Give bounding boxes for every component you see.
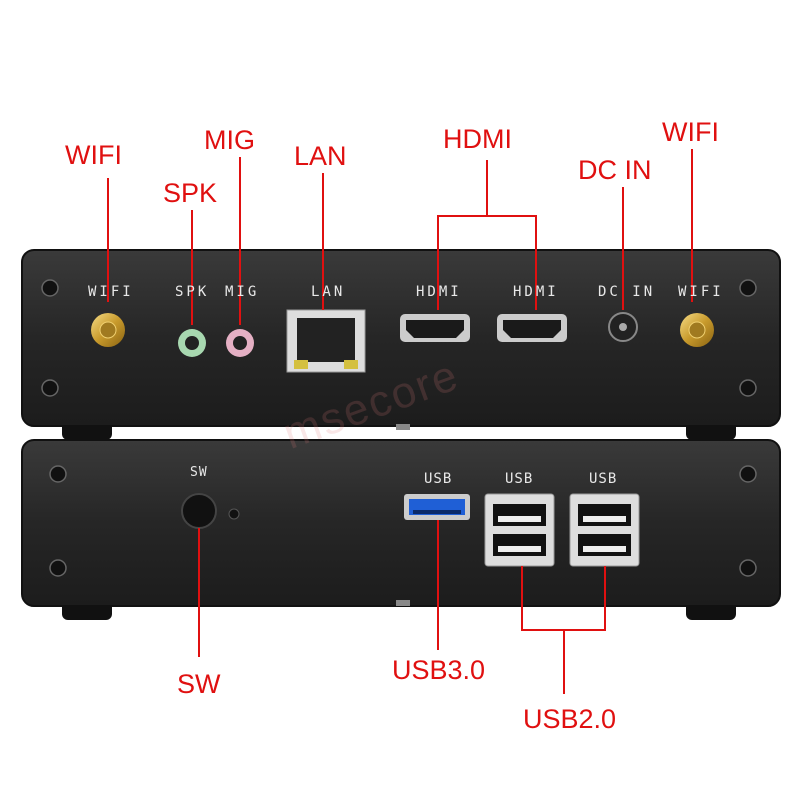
panel-label-wifi-left: WIFI: [88, 284, 134, 300]
panel-label-usb-1: USB: [424, 471, 453, 487]
bottom-panel: [21, 424, 781, 620]
dc-in-jack-icon: [608, 312, 638, 342]
mic-jack-icon: [226, 329, 254, 357]
callout-mig: MIG: [204, 125, 255, 155]
usb3-port-icon: [404, 494, 470, 520]
callout-wifi-right: WIFI: [662, 117, 719, 147]
wifi-antenna-right-icon: [680, 313, 714, 347]
panel-label-wifi-right: WIFI: [678, 284, 724, 300]
callout-lines: [107, 149, 693, 694]
speaker-jack-icon: [178, 329, 206, 357]
panel-label-mig: MIG: [225, 284, 260, 300]
callout-usb30: USB3.0: [392, 655, 486, 685]
callout-lan: LAN: [294, 141, 347, 171]
lan-port-icon: [286, 309, 366, 373]
panel-label-usb-2: USB: [505, 471, 534, 487]
screw-icon: [41, 279, 757, 397]
callout-hdmi: HDMI: [443, 124, 512, 154]
panel-label-dc-in: DC IN: [598, 284, 656, 300]
screw-icon: [49, 465, 757, 577]
panel-label-sw: SW: [190, 465, 208, 480]
panel-label-usb-3: USB: [589, 471, 618, 487]
usb2-port-stack-icon: [484, 493, 555, 567]
callout-sw: SW: [177, 669, 221, 699]
callout-wifi-left: WIFI: [65, 140, 122, 170]
callout-spk: SPK: [163, 178, 218, 208]
panel-label-lan: LAN: [311, 284, 346, 300]
callout-dc-in: DC IN: [578, 155, 652, 185]
power-switch-icon[interactable]: [181, 493, 217, 529]
power-led-icon: [228, 508, 240, 520]
panel-label-hdmi-1: HDMI: [416, 284, 462, 300]
hdmi-port-icon: [400, 314, 470, 342]
wifi-antenna-left-icon: [91, 313, 125, 347]
panel-label-hdmi-2: HDMI: [513, 284, 559, 300]
callout-usb20: USB2.0: [523, 704, 617, 734]
usb2-port-stack-icon: [569, 493, 640, 567]
top-panel: [21, 249, 781, 440]
panel-label-spk: SPK: [175, 284, 210, 300]
hdmi-port-icon: [497, 314, 567, 342]
